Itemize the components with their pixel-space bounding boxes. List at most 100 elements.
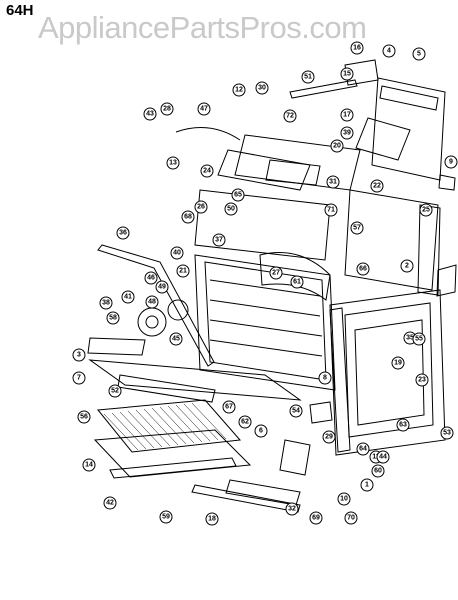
callout-23: 23 (415, 373, 429, 387)
oven-liner (194, 254, 336, 391)
svg-text:32: 32 (288, 506, 296, 513)
svg-text:66: 66 (359, 266, 367, 273)
callout-66: 66 (356, 262, 370, 276)
callout-68: 68 (181, 210, 195, 224)
svg-text:6: 6 (259, 428, 263, 435)
oven-door (329, 289, 446, 456)
svg-text:71: 71 (327, 207, 335, 214)
callout-46: 46 (144, 271, 158, 285)
svg-text:36: 36 (119, 230, 127, 237)
callout-20: 20 (330, 139, 344, 153)
callout-31: 31 (326, 175, 340, 189)
callout-2: 2 (400, 259, 414, 273)
mount-bracket (87, 337, 146, 356)
callout-17: 17 (340, 108, 354, 122)
svg-text:16: 16 (353, 45, 361, 52)
svg-text:50: 50 (227, 206, 235, 213)
callout-54: 54 (289, 404, 303, 418)
svg-text:52: 52 (111, 388, 119, 395)
drawer-rail (109, 457, 237, 479)
broiler-drawer (93, 429, 252, 478)
callout-19: 19 (391, 356, 405, 370)
svg-text:15: 15 (343, 71, 351, 78)
bake-element (259, 252, 331, 301)
svg-text:26: 26 (197, 204, 205, 211)
callout-55: 55 (412, 332, 426, 346)
brand-watermark: AppliancePartsPros.com (38, 10, 367, 45)
parts-line-art (87, 59, 457, 513)
svg-text:72: 72 (286, 113, 294, 120)
callout-24: 24 (200, 164, 214, 178)
callout-53: 53 (440, 426, 454, 440)
rear-panel (371, 77, 446, 181)
svg-text:54: 54 (292, 408, 300, 415)
callout-50: 50 (224, 202, 238, 216)
callout-4: 4 (382, 44, 396, 58)
callout-69: 69 (309, 511, 323, 525)
svg-text:24: 24 (203, 168, 211, 175)
callout-41: 41 (121, 290, 135, 304)
kick-panel (225, 479, 301, 506)
callout-64: 64 (356, 442, 370, 456)
svg-text:3: 3 (77, 352, 81, 359)
callout-49: 49 (155, 280, 169, 294)
svg-text:22: 22 (373, 183, 381, 190)
callout-59: 59 (159, 510, 173, 524)
svg-text:55: 55 (415, 336, 423, 343)
callout-29: 29 (322, 430, 336, 444)
callout-45: 45 (169, 332, 183, 346)
svg-text:30: 30 (258, 85, 266, 92)
svg-text:45: 45 (172, 336, 180, 343)
svg-text:18: 18 (208, 516, 216, 523)
callout-28: 28 (160, 102, 174, 116)
callout-48: 48 (145, 295, 159, 309)
callout-40: 40 (170, 246, 184, 260)
svg-text:14: 14 (85, 462, 93, 469)
svg-text:59: 59 (162, 514, 170, 521)
svg-text:8: 8 (323, 375, 327, 382)
callout-1: 1 (360, 478, 374, 492)
svg-text:13: 13 (169, 160, 177, 167)
svg-text:65: 65 (234, 192, 242, 199)
callout-12: 12 (232, 83, 246, 97)
callout-25: 25 (419, 203, 433, 217)
svg-text:69: 69 (312, 515, 320, 522)
callout-22: 22 (370, 179, 384, 193)
callout-71: 71 (324, 203, 338, 217)
svg-text:21: 21 (179, 268, 187, 275)
callout-37: 37 (212, 233, 226, 247)
callout-16: 16 (350, 41, 364, 55)
callout-3: 3 (72, 348, 86, 362)
callout-10: 10 (337, 492, 351, 506)
callout-27: 27 (269, 266, 283, 280)
side-rail (97, 244, 215, 367)
svg-text:39: 39 (343, 130, 351, 137)
igniter-assembly (279, 439, 311, 476)
svg-text:19: 19 (394, 360, 402, 367)
svg-text:48: 48 (148, 299, 156, 306)
svg-text:51: 51 (304, 74, 312, 81)
callout-58: 58 (106, 311, 120, 325)
svg-text:37: 37 (215, 237, 223, 244)
oven-rack (97, 399, 242, 453)
callout-51: 51 (301, 70, 315, 84)
bottom-panel (88, 359, 302, 401)
svg-text:47: 47 (200, 106, 208, 113)
svg-text:64: 64 (359, 446, 367, 453)
callout-44: 44 (376, 450, 390, 464)
svg-text:38: 38 (102, 300, 110, 307)
vent-duct (355, 117, 411, 161)
svg-text:40: 40 (173, 250, 181, 257)
callout-15: 15 (340, 67, 354, 81)
svg-text:67: 67 (225, 404, 233, 411)
side-panel (344, 189, 439, 291)
svg-text:60: 60 (374, 468, 382, 475)
svg-text:68: 68 (184, 214, 192, 221)
svg-text:20: 20 (333, 143, 341, 150)
svg-text:1: 1 (365, 482, 369, 489)
callout-6: 6 (254, 424, 268, 438)
svg-text:2: 2 (405, 263, 409, 270)
svg-text:25: 25 (422, 207, 430, 214)
svg-text:57: 57 (353, 225, 361, 232)
callout-65: 65 (231, 188, 245, 202)
